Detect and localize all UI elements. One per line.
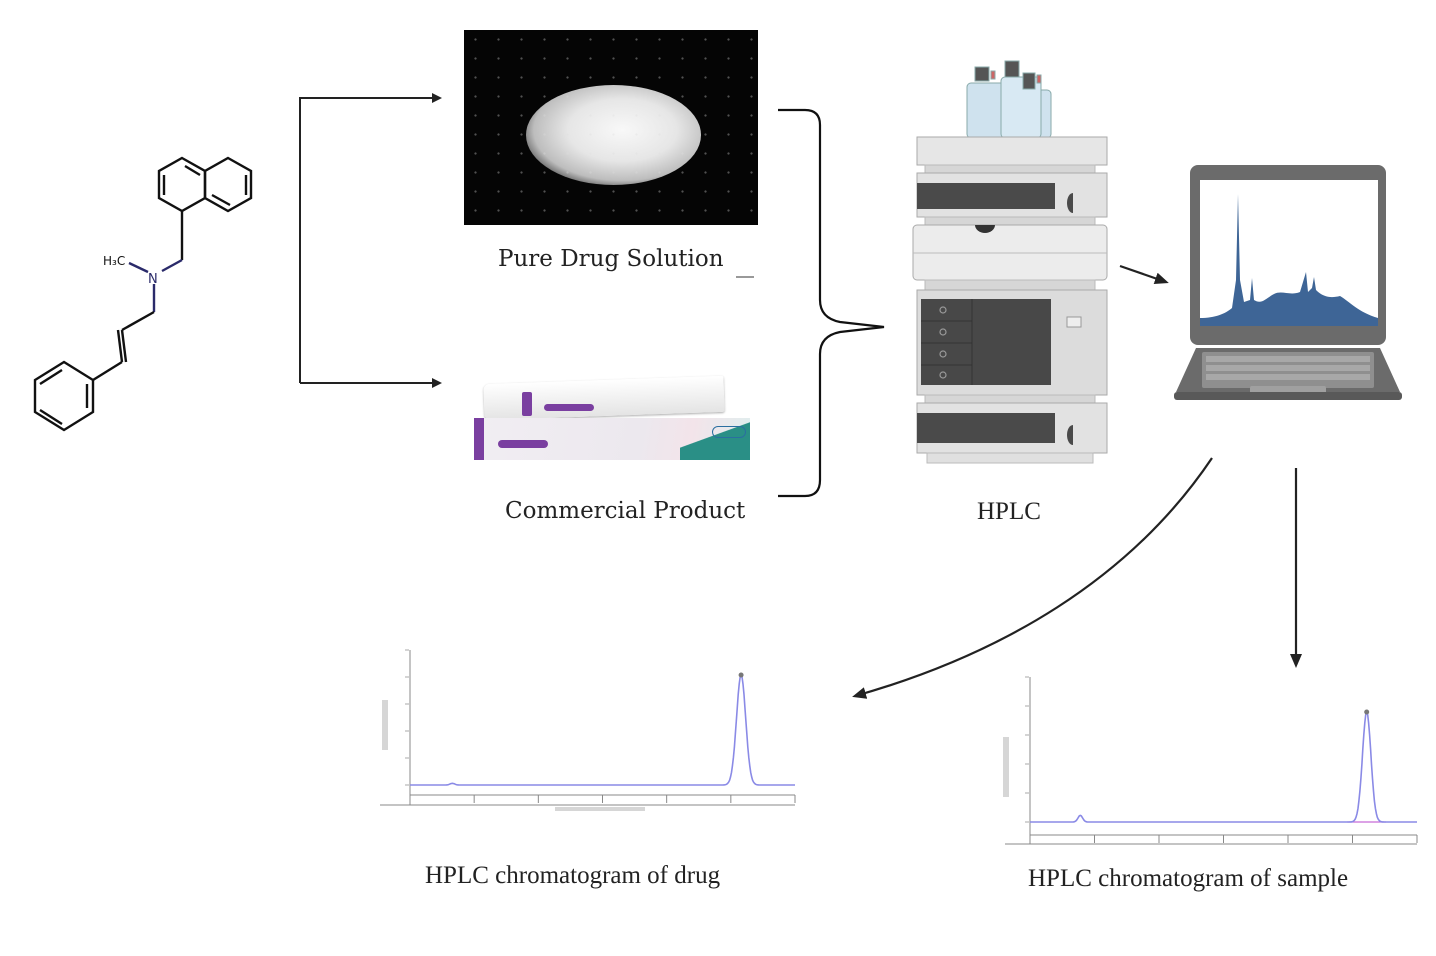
commercial-product-label: Commercial Product (505, 498, 746, 524)
hplc-label: HPLC (977, 498, 1041, 525)
tube-cap-band (522, 392, 532, 416)
peak-marker (1364, 709, 1370, 715)
nitrogen-label: N (148, 272, 158, 287)
peak-marker (738, 672, 744, 678)
laptop-icon (1174, 165, 1402, 400)
y-axis-label (1003, 737, 1009, 797)
commercial-product-image (470, 375, 755, 463)
powder-pile (526, 85, 701, 185)
methyl-label: H₃C (103, 254, 125, 268)
split-arrows (299, 93, 442, 388)
phenyl-ring (33, 360, 95, 432)
solvent-bottles (966, 60, 1052, 139)
tube-label (544, 404, 594, 411)
screen-chromatogram (1200, 194, 1378, 326)
y-axis-label (382, 700, 388, 750)
drug-chromatogram-caption: HPLC chromatogram of drug (425, 862, 721, 889)
box-purple-edge (474, 418, 484, 460)
powder-speckles (464, 30, 758, 225)
arrow-to-drug-chromatogram (852, 457, 1213, 699)
naphthalene-ring-right (203, 156, 253, 213)
molecule-structure: H₃C N (33, 156, 253, 432)
pure-drug-label: Pure Drug Solution (498, 246, 724, 272)
chromatogram-drug (380, 649, 796, 811)
hplc-instrument (912, 60, 1108, 464)
arrow-hplc-to-laptop (1119, 264, 1169, 285)
pure-drug-image (464, 30, 758, 225)
box-label (498, 440, 548, 448)
drug-trace (410, 672, 795, 786)
merge-brace (778, 108, 885, 498)
sample-chromatogram-caption: HPLC chromatogram of sample (1028, 865, 1349, 892)
dash-mark (736, 276, 754, 278)
chromatogram-sample (1003, 676, 1418, 845)
arrow-to-pure-drug (299, 93, 442, 383)
box-logo (712, 426, 746, 438)
x-axis-label (555, 807, 645, 811)
sample-trace (1030, 709, 1417, 823)
